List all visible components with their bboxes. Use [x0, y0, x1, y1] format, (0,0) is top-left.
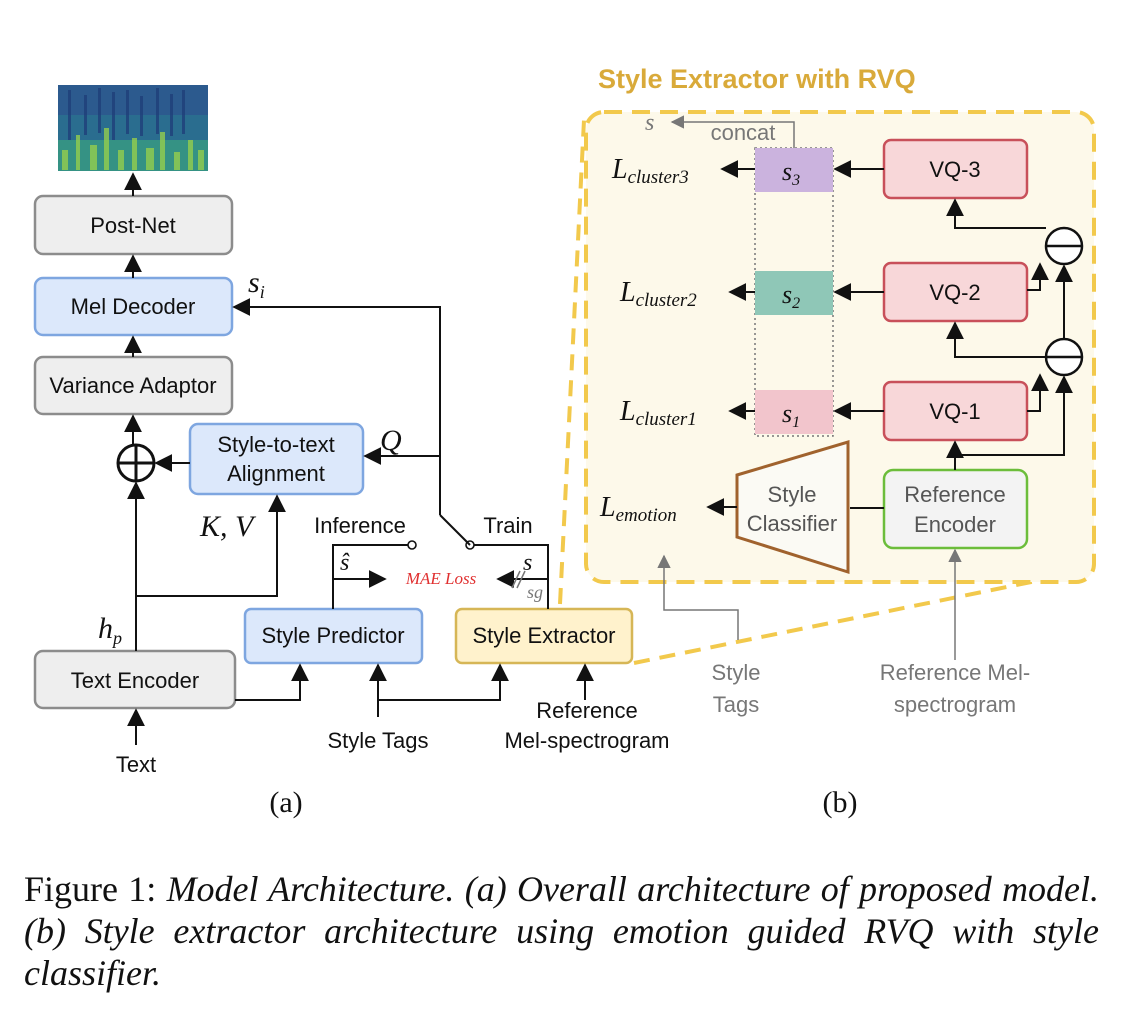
- sg-symbol: sg: [527, 582, 543, 602]
- reference-encoder-label-2: Encoder: [914, 512, 996, 537]
- subtract-operator-icon-bottom: [1044, 337, 1084, 377]
- vq1-label: VQ-1: [929, 399, 980, 424]
- text-input-label: Text: [116, 752, 156, 777]
- panel-b-title: Style Extractor with RVQ: [598, 64, 916, 94]
- style-classifier-shape: [735, 439, 850, 575]
- rvq-panel-frame: [584, 110, 1096, 584]
- style-classifier-label-1: Style: [768, 482, 817, 507]
- l-cluster3-label: Lcluster3: [611, 154, 689, 188]
- subtract-operator-icon-top: [1044, 226, 1084, 266]
- panel-b-connectors: [706, 160, 1073, 516]
- s3-symbol: s3: [782, 157, 800, 189]
- inference-label: Inference: [314, 513, 406, 538]
- kv-symbol: K, V: [199, 510, 257, 543]
- train-label: Train: [483, 513, 532, 538]
- s3-box: [755, 148, 833, 192]
- si-symbol: si: [248, 266, 265, 302]
- reference-label-2: Mel-spectrogram: [504, 728, 669, 753]
- style-to-text-alignment-box: [188, 422, 365, 496]
- mae-loss-label: MAE Loss: [405, 569, 477, 588]
- panel-b-external-inputs: [657, 548, 962, 660]
- mel-spectrogram-image: [58, 85, 208, 171]
- l-cluster1-label: Lcluster1: [619, 396, 697, 430]
- panel-b: Style Extractor with RVQ s3 s2 s1 VQ-3 V…: [584, 64, 1096, 819]
- style-classifier-label-2: Classifier: [747, 511, 837, 536]
- panel-b-sublabel: (b): [823, 786, 858, 819]
- zoom-connector-lines: [558, 119, 1091, 665]
- s2-symbol: s2: [782, 280, 800, 312]
- style-to-text-label-1: Style-to-text: [217, 432, 334, 457]
- s1-symbol: s1: [782, 399, 800, 431]
- style-predictor-label: Style Predictor: [261, 623, 404, 648]
- s-target-symbol: s: [523, 550, 532, 576]
- style-tags-input-label-1: Style: [712, 660, 761, 685]
- reference-mel-input-label-2: spectrogram: [894, 692, 1016, 717]
- panel-a-sublabel: (a): [269, 786, 302, 819]
- stop-gradient-mark: [511, 570, 526, 589]
- reference-mel-input-label-1: Reference Mel-: [880, 660, 1030, 685]
- style-tags-input-label-2: Tags: [713, 692, 759, 717]
- l-cluster2-label: Lcluster2: [619, 277, 697, 311]
- s1-box: [755, 390, 833, 434]
- q-symbol: Q: [380, 424, 402, 457]
- mel-decoder-label: Mel Decoder: [71, 294, 196, 319]
- vq2-label: VQ-2: [929, 280, 980, 305]
- vq3-label: VQ-3: [929, 157, 980, 182]
- figure-caption: Figure 1: Model Architecture. (a) Overal…: [24, 868, 1099, 994]
- s2-box: [755, 271, 833, 315]
- panel-a: Post-Net Mel Decoder Variance Adaptor St…: [33, 85, 670, 819]
- post-net-label: Post-Net: [90, 213, 176, 238]
- hp-symbol: hp: [98, 612, 122, 648]
- s-hat-symbol: ŝ: [340, 550, 350, 576]
- variance-adaptor-label: Variance Adaptor: [49, 373, 216, 398]
- concat-connector: [670, 115, 795, 148]
- add-operator-icon: [116, 443, 156, 483]
- caption-text: Model Architecture. (a) Overall architec…: [24, 869, 1099, 993]
- style-extractor-label: Style Extractor: [472, 623, 615, 648]
- style-to-text-label-2: Alignment: [227, 461, 325, 486]
- concat-label: concat: [711, 120, 776, 145]
- architecture-diagram: Post-Net Mel Decoder Variance Adaptor St…: [33, 64, 1096, 819]
- caption-label: Figure 1:: [24, 869, 167, 909]
- text-encoder-label: Text Encoder: [71, 668, 199, 693]
- reference-label-1: Reference: [536, 698, 638, 723]
- l-emotion-label: Lemotion: [599, 492, 677, 526]
- s-output-symbol: s: [645, 110, 654, 136]
- panel-a-connectors: [124, 172, 594, 745]
- style-extractor-box: [454, 607, 634, 665]
- reference-encoder-label-1: Reference: [904, 482, 1006, 507]
- style-tags-label: Style Tags: [327, 728, 428, 753]
